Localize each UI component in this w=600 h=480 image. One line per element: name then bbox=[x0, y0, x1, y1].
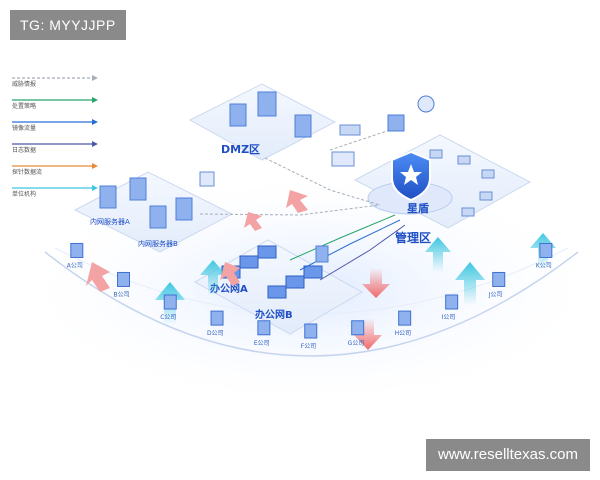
company-label: H公司 bbox=[395, 330, 412, 337]
company-label: D公司 bbox=[207, 330, 224, 337]
legend-label: 日志数据 bbox=[12, 146, 36, 154]
outbound-arrow-1 bbox=[354, 318, 382, 350]
building-icon bbox=[210, 310, 224, 326]
internal-server-3 bbox=[149, 205, 167, 229]
company-node: A公司 bbox=[67, 242, 84, 269]
dmz-zone: DMZ区 bbox=[188, 83, 337, 161]
office-a-label: 办公网A bbox=[210, 282, 248, 295]
legend-arrowhead bbox=[92, 185, 98, 191]
outbound-arrow-5 bbox=[244, 212, 262, 231]
inbound-arrow-5 bbox=[425, 237, 451, 272]
legend-arrowhead bbox=[92, 119, 98, 125]
legend-label: 处置策略 bbox=[12, 102, 36, 110]
office-zone: 办公网A 办公网B bbox=[193, 239, 364, 335]
internal-server-zone: 内网服务器A 内网服务器B bbox=[73, 171, 234, 253]
legend-label: 单位机构 bbox=[12, 190, 36, 198]
company-label: G公司 bbox=[348, 340, 365, 347]
watermark-top-left: TG: MYYJJPP bbox=[10, 10, 126, 40]
building-icon bbox=[351, 320, 365, 336]
top-devices bbox=[199, 95, 435, 263]
storage-icon bbox=[199, 171, 215, 187]
inbound-arrow-3 bbox=[455, 262, 485, 305]
company-label: C公司 bbox=[160, 314, 176, 321]
company-label: B公司 bbox=[114, 291, 130, 298]
inbound-arrow-2 bbox=[200, 260, 226, 296]
company-node: K公司 bbox=[536, 242, 553, 269]
legend-arrowhead bbox=[92, 97, 98, 103]
globe-icon bbox=[417, 95, 435, 113]
watermark-bottom-right: www.reselltexas.com bbox=[425, 439, 590, 471]
company-node: G公司 bbox=[348, 320, 365, 347]
dmz-server-2 bbox=[257, 91, 277, 117]
company-label: A公司 bbox=[67, 262, 83, 269]
company-node: E公司 bbox=[254, 320, 271, 347]
star-icon bbox=[400, 164, 422, 185]
company-node: J公司 bbox=[488, 271, 506, 298]
outbound-arrow-3 bbox=[86, 262, 110, 292]
probe-icon bbox=[315, 245, 329, 263]
internal-b-label: 内网服务器B bbox=[138, 239, 178, 248]
dmz-server-3 bbox=[294, 114, 312, 138]
company-nodes: A公司 B公司 C公司 D公司 E公司 F公司 G公司 H公司 I公司 J公司 K公司 bbox=[67, 242, 553, 350]
management-devices bbox=[429, 149, 495, 217]
building-icon bbox=[257, 320, 271, 336]
flow-lines bbox=[199, 129, 406, 281]
internal-server-2 bbox=[129, 177, 147, 201]
outbound-arrow-4 bbox=[220, 262, 240, 286]
legend-label: 镜像流量 bbox=[12, 124, 36, 132]
company-node: B公司 bbox=[114, 271, 131, 298]
management-zone-label: 管理区 bbox=[395, 230, 431, 245]
company-node: C公司 bbox=[160, 294, 177, 321]
building-icon bbox=[304, 323, 318, 339]
company-node: F公司 bbox=[301, 323, 318, 350]
company-label: I公司 bbox=[442, 314, 456, 321]
internal-server-1 bbox=[99, 185, 117, 209]
building-icon bbox=[539, 242, 553, 258]
building-icon bbox=[163, 294, 177, 310]
building-icon bbox=[398, 310, 412, 326]
building-icon bbox=[492, 271, 506, 287]
legend-label: 威胁情报 bbox=[12, 80, 36, 88]
company-label: K公司 bbox=[536, 262, 552, 269]
brand-label: 星盾 bbox=[407, 201, 429, 215]
company-node: H公司 bbox=[395, 310, 412, 337]
company-ring bbox=[44, 251, 579, 357]
router-icon bbox=[331, 151, 355, 167]
company-node: I公司 bbox=[442, 294, 459, 321]
building-icon bbox=[445, 294, 459, 310]
legend-arrowhead bbox=[92, 163, 98, 169]
legend-arrowhead bbox=[92, 75, 98, 81]
dmz-zone-label: DMZ区 bbox=[221, 143, 260, 156]
outbound-arrow-6 bbox=[286, 190, 308, 213]
company-label: E公司 bbox=[254, 340, 270, 347]
firewall-icon bbox=[387, 114, 405, 132]
switch-icon bbox=[339, 124, 361, 136]
company-label: F公司 bbox=[301, 343, 316, 350]
outbound-arrow-2 bbox=[362, 268, 390, 298]
xingdun-shield: 星盾 bbox=[367, 150, 453, 215]
dmz-server-1 bbox=[229, 103, 247, 127]
building-icon bbox=[117, 271, 131, 287]
legend-arrowhead bbox=[92, 141, 98, 147]
building-icon bbox=[70, 242, 84, 258]
internal-server-4 bbox=[175, 197, 193, 221]
internal-a-label: 内网服务器A bbox=[90, 217, 130, 226]
legend-label: 探针数据流 bbox=[12, 168, 42, 176]
company-label: J公司 bbox=[488, 291, 503, 298]
office-b-label: 办公网B bbox=[255, 308, 293, 321]
company-node: D公司 bbox=[207, 310, 224, 337]
